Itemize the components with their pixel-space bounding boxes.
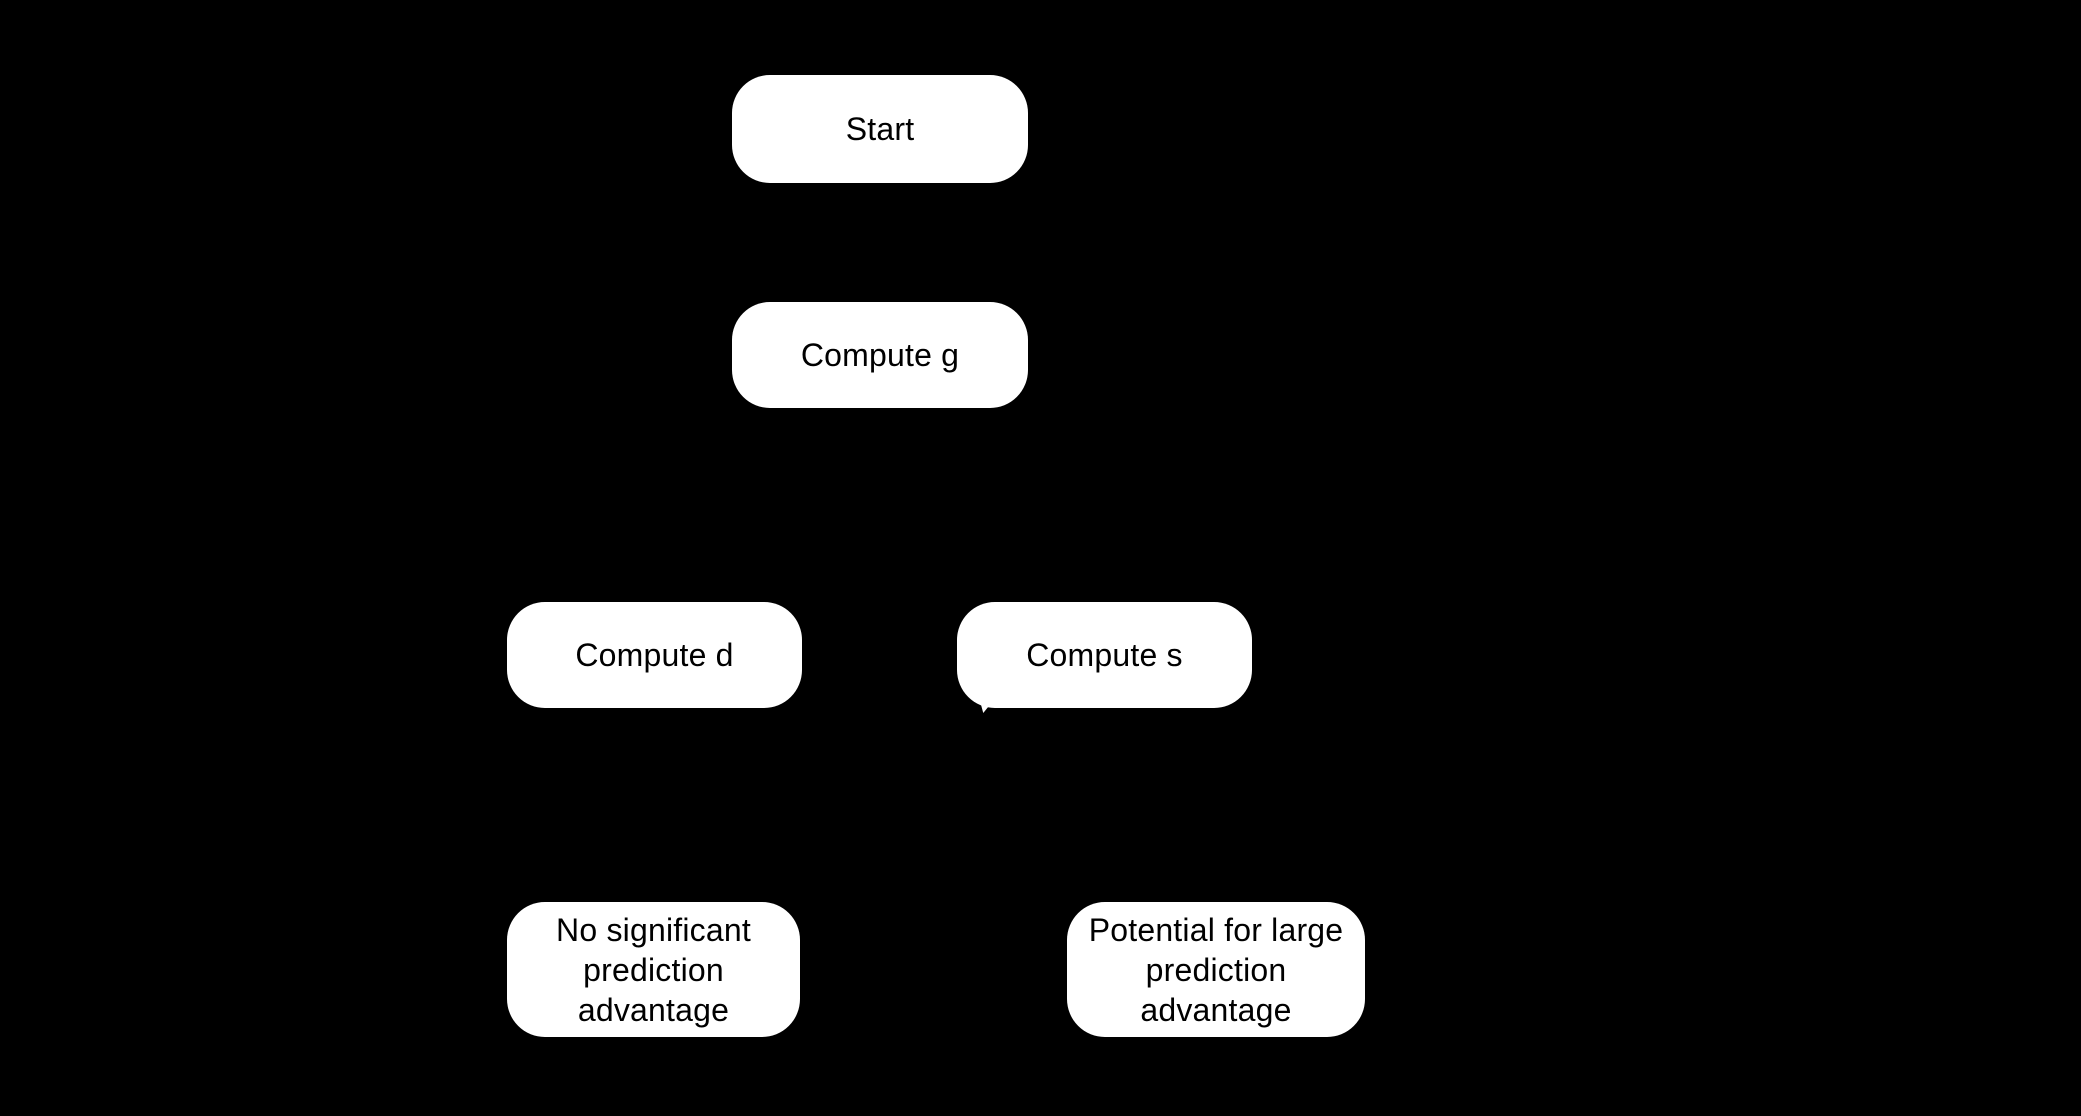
node-compute-s: Compute s [957, 602, 1252, 708]
node-compute-g-label: Compute g [800, 337, 960, 373]
node-compute-g: Compute g [732, 302, 1028, 408]
node-compute-d-label: Compute d [575, 637, 734, 673]
node-start-label: Start [845, 111, 915, 147]
node-compute-d: Compute d [507, 602, 802, 708]
node-compute-s-label: Compute s [1026, 637, 1183, 673]
node-start: Start [732, 75, 1028, 183]
node-no-advantage-label: No significant prediction advantage [556, 911, 751, 1028]
node-potential-large-prediction-advantage: Potential for large prediction advantage [1067, 902, 1365, 1037]
node-no-significant-prediction-advantage: No significant prediction advantage [507, 902, 800, 1037]
node-large-advantage-label: Potential for large prediction advantage [1088, 911, 1344, 1028]
